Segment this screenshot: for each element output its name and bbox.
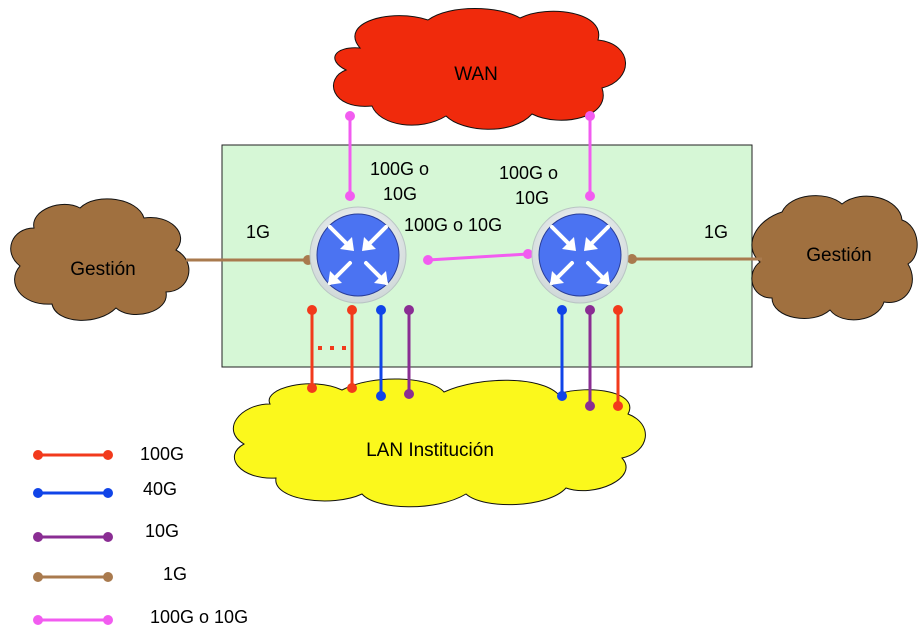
ep-uplink-right-bot (585, 191, 595, 201)
legend-endpoint (103, 532, 113, 542)
legend-endpoint (33, 572, 43, 582)
ep-mgmt-right (627, 254, 637, 264)
label-mgmt-right: 1G (704, 222, 728, 242)
legend-label: 1G (163, 564, 187, 584)
ep-left-100g-b-top (347, 305, 357, 315)
wan-cloud: WAN (333, 8, 626, 130)
gestion-left-label: Gestión (70, 259, 135, 280)
legend-endpoint (103, 572, 113, 582)
lan-cloud: LAN Institución (232, 378, 646, 508)
lan-label: LAN Institución (366, 440, 494, 461)
legend-label: 10G (145, 521, 179, 541)
label-uplink-left-2: 10G (383, 184, 417, 204)
legend-label: 40G (143, 479, 177, 499)
ep-right-10g-top (585, 305, 595, 315)
label-uplink-right-2: 10G (515, 188, 549, 208)
legend-endpoint (103, 450, 113, 460)
gestion-cloud-right: Gestión (751, 195, 918, 321)
ep-right-40g-top (557, 305, 567, 315)
ep-left-10g-top (404, 305, 414, 315)
ep-left-10g-bot (404, 389, 414, 399)
legend-label: 100G o 10G (150, 607, 248, 627)
router-arrows-icon (328, 225, 388, 285)
ep-left-40g-bot (376, 391, 386, 401)
ep-uplink-left-top (345, 111, 355, 121)
gestion-cloud-left: Gestión (10, 198, 190, 321)
ellipsis-dots (318, 346, 346, 350)
ep-right-100g-top (613, 305, 623, 315)
legend-endpoint (33, 615, 43, 625)
ep-uplink-right-top (585, 111, 595, 121)
gestion-right-label: Gestión (806, 245, 871, 266)
legend-endpoint (33, 450, 43, 460)
legend-endpoint (33, 532, 43, 542)
label-mgmt-left: 1G (246, 222, 270, 242)
ep-left-40g-top (376, 305, 386, 315)
legend: 100G 40G 10G 1G 100G o 10G (33, 444, 248, 627)
ep-right-40g-bot (557, 391, 567, 401)
legend-endpoint (103, 615, 113, 625)
legend-item: 40G (33, 479, 177, 499)
ep-interlink-left (423, 255, 433, 265)
legend-endpoint (33, 488, 43, 498)
router-left (309, 206, 407, 304)
legend-label: 100G (140, 444, 184, 464)
legend-item: 10G (33, 521, 179, 542)
ep-uplink-left-bot (345, 191, 355, 201)
ep-left-100g-b-bot (347, 383, 357, 393)
ep-right-10g-bot (585, 401, 595, 411)
ep-right-100g-bot (613, 401, 623, 411)
router-arrows-icon (550, 225, 610, 285)
links (186, 116, 762, 406)
wan-label: WAN (454, 64, 498, 85)
legend-endpoint (103, 488, 113, 498)
legend-item: 100G (33, 444, 184, 464)
label-uplink-right-1: 100G o (499, 163, 558, 183)
router-right (531, 206, 629, 304)
legend-item: 100G o 10G (33, 607, 248, 627)
label-uplink-left-1: 100G o (370, 159, 429, 179)
label-interlink: 100G o 10G (404, 215, 502, 235)
interlink (427, 252, 529, 262)
ep-left-100g-a-top (307, 305, 317, 315)
ep-interlink-right (523, 249, 533, 259)
legend-item: 1G (33, 564, 187, 584)
ep-left-100g-a-bot (307, 383, 317, 393)
